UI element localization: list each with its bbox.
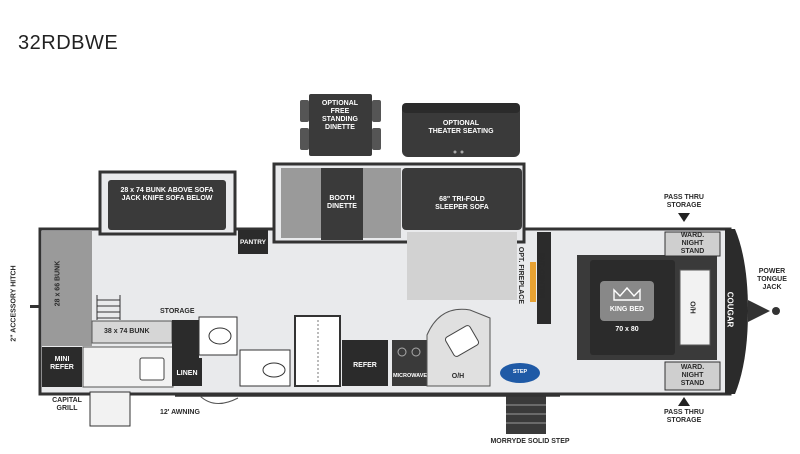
power-jack-label: POWER TONGUE JACK bbox=[757, 268, 787, 291]
capital-grill-label: CAPITAL GRILL bbox=[52, 397, 82, 412]
linen-label: LINEN bbox=[176, 370, 198, 377]
tri-fold-sofa bbox=[402, 168, 522, 230]
steps-badge-label: STEP bbox=[512, 369, 528, 375]
ward-night-bottom-label: WARD. NIGHT STAND bbox=[680, 364, 705, 387]
wardrobe-bottom bbox=[664, 361, 721, 391]
ent-center-label: ENT. CENTER bbox=[537, 252, 545, 299]
bunk-28x66-label: 28 x 66 BUNK bbox=[54, 260, 62, 307]
pass-thru-bottom-label: PASS THRU STORAGE bbox=[664, 409, 704, 424]
mini-refer bbox=[42, 347, 82, 387]
morryde-label: MORRYDE SOLID STEP bbox=[490, 438, 570, 445]
pantry bbox=[238, 230, 268, 254]
pass-thru-top-label: PASS THRU STORAGE bbox=[664, 194, 704, 209]
capital-grill bbox=[89, 391, 131, 427]
cougar-brand: COUGAR bbox=[725, 291, 735, 328]
ent-center bbox=[537, 232, 551, 324]
stairs-icon bbox=[506, 396, 546, 434]
storage-label: STORAGE bbox=[160, 308, 195, 315]
wardrobe-top bbox=[664, 231, 721, 257]
stove-icon bbox=[392, 340, 427, 386]
optional-dinette-label: OPTIONAL FREE STANDING DINETTE bbox=[321, 100, 359, 131]
king-size-label: 70 x 80 bbox=[615, 326, 639, 333]
microwave-label: MICROWAVE bbox=[392, 373, 428, 379]
booth-dinette bbox=[281, 168, 401, 240]
optional-theater-seating bbox=[402, 103, 520, 157]
fireplace bbox=[530, 262, 536, 302]
mini-refer-label: MINI REFER bbox=[50, 356, 74, 371]
refer bbox=[342, 340, 388, 386]
sink-icon bbox=[139, 357, 165, 381]
linen bbox=[172, 358, 202, 386]
awning-label: 12' AWNING bbox=[160, 409, 200, 416]
accessory-hitch-label: 2" ACCESSORY HITCH bbox=[10, 265, 18, 342]
arrow-up-icon bbox=[678, 397, 690, 406]
steps-badge bbox=[500, 363, 540, 383]
bunk-above-sofa bbox=[108, 180, 226, 230]
opt-fireplace-label: OPT. FIREPLACE bbox=[517, 246, 525, 305]
oh-kitchen-label: O/H bbox=[451, 373, 465, 380]
bunk-above-sofa-label: 28 x 74 BUNK ABOVE SOFA JACK KNIFE SOFA … bbox=[120, 187, 214, 202]
optional-dinette bbox=[300, 94, 381, 156]
shower-icon bbox=[294, 315, 341, 387]
optional-theater-label: OPTIONAL THEATER SEATING bbox=[428, 120, 494, 135]
tri-fold-label: 68" TRI-FOLD SLEEPER SOFA bbox=[435, 196, 489, 211]
booth-dinette-label: BOOTH DINETTE bbox=[327, 195, 357, 210]
stairs-icon bbox=[96, 295, 121, 320]
king-bed-label: KING BED bbox=[609, 306, 645, 313]
oh-bed-label: O/H bbox=[688, 301, 696, 314]
refer-label: REFER bbox=[353, 362, 377, 369]
crown-icon bbox=[613, 286, 641, 301]
arrow-down-icon bbox=[678, 213, 690, 222]
pantry-label: PANTRY bbox=[240, 239, 266, 246]
carpet-area bbox=[407, 232, 517, 300]
model-title: 32RDBWE bbox=[18, 32, 119, 54]
ward-night-top-label: WARD. NIGHT STAND bbox=[680, 232, 705, 255]
bunk-28x66 bbox=[42, 231, 92, 346]
bunk-38x74-label: 38 x 74 BUNK bbox=[104, 328, 150, 335]
overhead-bed-cabinet bbox=[679, 269, 711, 346]
